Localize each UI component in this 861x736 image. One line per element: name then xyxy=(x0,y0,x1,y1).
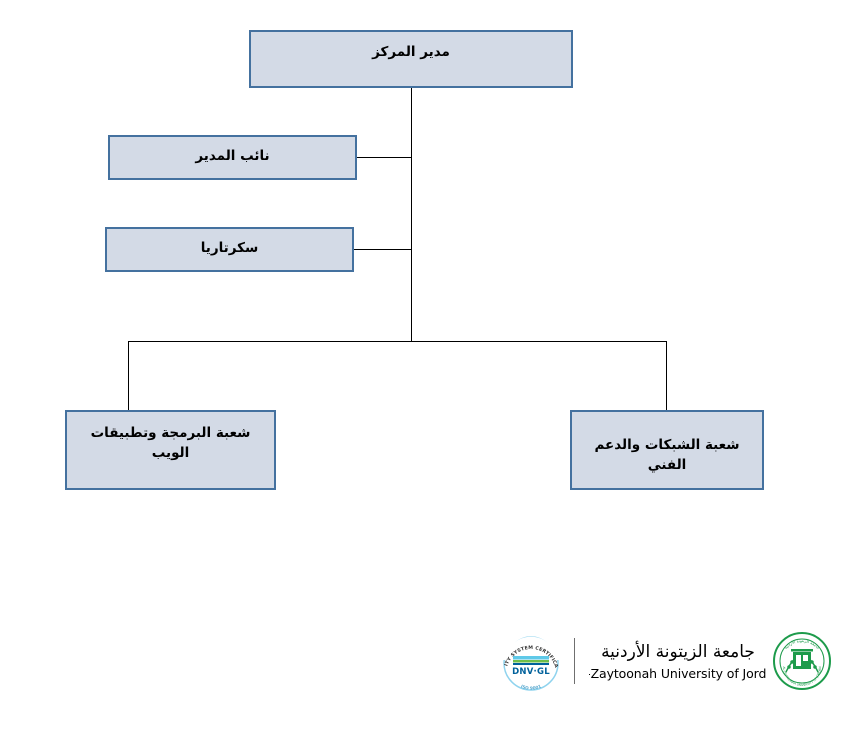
connector-to-networks xyxy=(666,341,667,410)
org-node-programming-division[interactable]: شعبة البرمجة وتطبيقات الويب xyxy=(65,410,276,490)
seal-text-arabic: جامعة الزيتونة الأردنية xyxy=(783,638,821,651)
connector-to-programming xyxy=(128,341,129,410)
connector-to-secretariat xyxy=(354,249,412,250)
svg-text:جامعة الزيتونة الأردنية: جامعة الزيتونة الأردنية xyxy=(783,638,821,651)
org-node-deputy-director[interactable]: نائب المدير xyxy=(108,135,357,180)
org-node-deputy-director-label: نائب المدير xyxy=(195,148,270,164)
university-name-arabic: جامعة الزيتونة الأردنية xyxy=(601,641,755,662)
org-node-networks-division[interactable]: شعبة الشبكات والدعم الفني xyxy=(570,410,764,490)
svg-text:ISO 9001: ISO 9001 xyxy=(520,684,543,692)
org-node-networks-division-label: شعبة الشبكات والدعم الفني xyxy=(594,437,740,473)
connector-to-deputy xyxy=(357,157,412,158)
university-wordmark: جامعة الزيتونة الأردنية Al-Zaytoonah Uni… xyxy=(589,641,767,681)
org-node-director-label: مدير المركز xyxy=(372,44,450,60)
footer-logo-band: QUALITY SYSTEM CERTIFICATION DNV·GL ISO … xyxy=(498,626,831,696)
iso-standard-text: ISO 9001 xyxy=(520,684,543,692)
university-seal: جامعة الزيتونة الأردنية AL-ZAYTOONAH UNI… xyxy=(773,632,831,690)
org-node-secretariat[interactable]: سكرتاريا xyxy=(105,227,354,272)
dnv-gl-certification-logo: QUALITY SYSTEM CERTIFICATION DNV·GL ISO … xyxy=(498,630,560,692)
connector-director-trunk xyxy=(411,88,412,341)
dnv-gl-wordmark: DNV·GL xyxy=(512,667,550,677)
university-name-english: Al-Zaytoonah University of Jordan xyxy=(589,666,767,681)
logo-divider xyxy=(574,638,575,684)
connector-divisions-bus xyxy=(128,341,667,342)
org-node-secretariat-label: سكرتاريا xyxy=(200,240,259,256)
org-node-director[interactable]: مدير المركز xyxy=(249,30,573,88)
org-node-programming-division-label: شعبة البرمجة وتطبيقات الويب xyxy=(90,425,251,461)
